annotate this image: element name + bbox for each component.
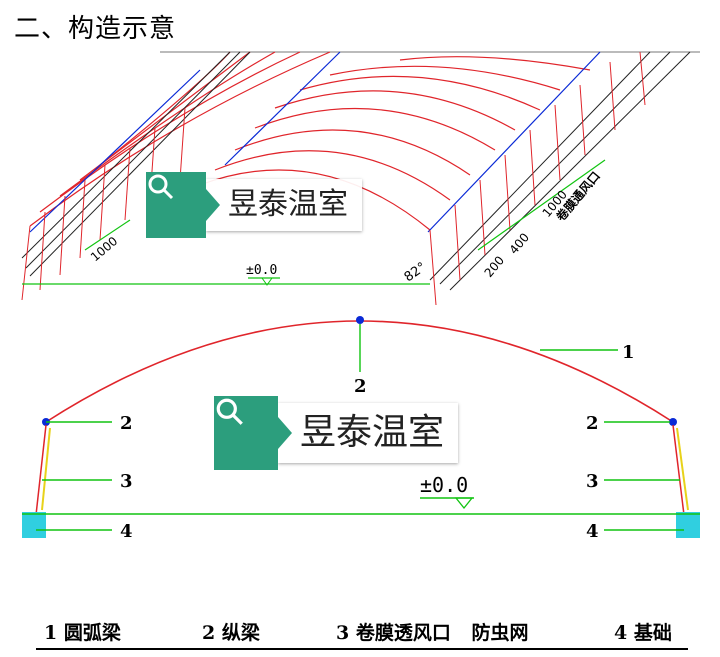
legend-num: 2	[202, 622, 216, 644]
dim-400: 400	[507, 230, 532, 257]
callout-4-left: 4	[120, 521, 133, 542]
side-posts	[21, 51, 646, 306]
right-node	[669, 418, 677, 426]
level-label-perspective: ±0.0	[246, 263, 277, 278]
arch-set	[29, 51, 591, 231]
legend-label: 卷膜透风口	[355, 622, 451, 644]
callout-3-left: 3	[120, 471, 133, 492]
page-title: 二、构造示意	[14, 14, 177, 44]
right-foundation	[676, 512, 700, 538]
legend-num: 3	[336, 622, 350, 644]
legend-label: 纵梁	[221, 622, 260, 644]
top-node	[356, 316, 364, 324]
search-icon	[146, 172, 220, 238]
callout-1: 1	[622, 342, 635, 363]
search-icon	[214, 396, 292, 470]
angle-label: 82°	[402, 260, 429, 286]
callout-3-right: 3	[586, 471, 599, 492]
legend-item-1: 1 圆弧梁	[44, 618, 121, 645]
level-label-section: ±0.0	[420, 473, 468, 497]
longitudinal-beams	[29, 51, 601, 233]
watermark-text-middle: 昱泰温室	[278, 403, 459, 463]
callout-4-right: 4	[586, 521, 599, 542]
legend-num: 1	[44, 622, 58, 644]
watermark-text-top: 昱泰温室	[206, 179, 362, 231]
callout-2-left: 2	[120, 413, 133, 434]
perspective-drawing: 1000 ±0.0 82° 200 400 1000 卷膜通风口	[21, 51, 700, 306]
legend-item-4: 4 基础	[614, 618, 672, 645]
callout-2-right: 2	[586, 413, 599, 434]
dimension-lines	[22, 159, 606, 285]
level-marker-section	[454, 497, 474, 510]
legend-label: 圆弧梁	[63, 622, 121, 644]
legend-label: 基础	[633, 622, 672, 644]
watermark-middle: 昱泰温室	[214, 396, 459, 470]
legend-underline	[36, 648, 688, 650]
section-drawing: 1 2 2 2 3 3 4 4 ±0.0	[22, 316, 700, 542]
roof-lines	[21, 51, 691, 291]
legend-item-2: 2 纵梁	[202, 618, 260, 645]
watermark-top: 昱泰温室	[146, 172, 362, 238]
dim-1000-left: 1000	[88, 234, 120, 264]
leader-lines	[36, 324, 684, 531]
legend-extra: 防虫网	[471, 622, 529, 644]
left-foundation	[22, 512, 46, 538]
legend-item-3: 3 卷膜透风口 防虫网	[336, 618, 529, 645]
level-marker	[261, 277, 273, 286]
callout-2-top: 2	[354, 376, 367, 397]
legend-num: 4	[614, 622, 628, 644]
dim-200: 200	[482, 253, 507, 280]
